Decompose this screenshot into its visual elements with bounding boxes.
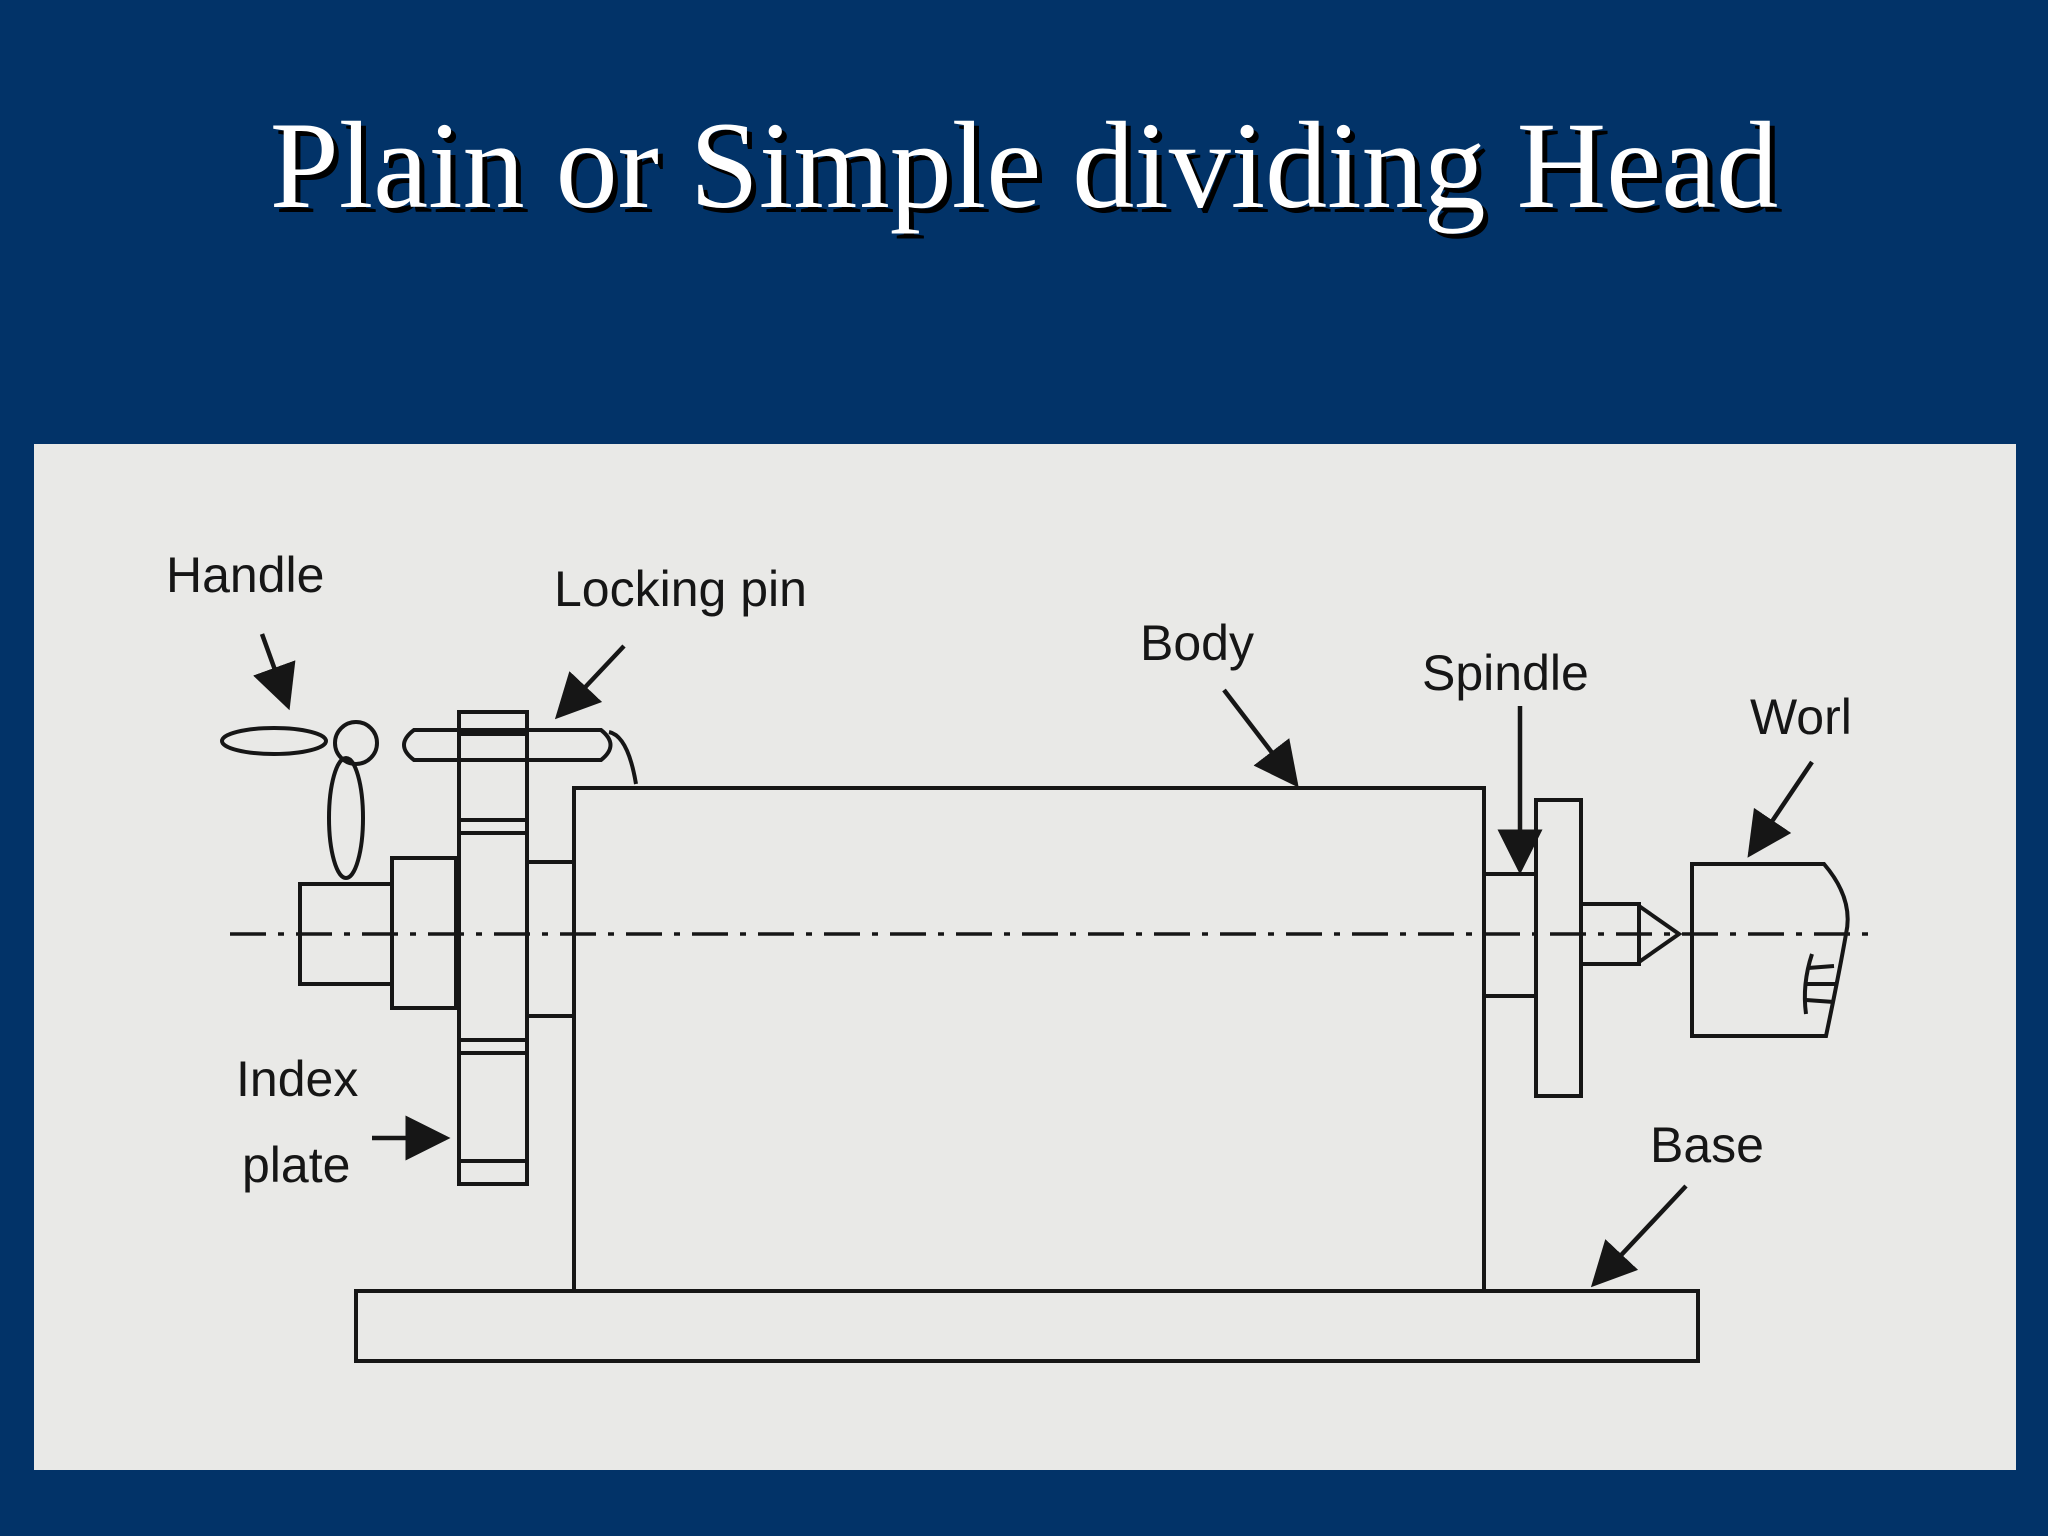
slide-title: Plain or Simple dividing Head: [269, 97, 1779, 234]
locking-pin: [402, 728, 638, 785]
label-body: Body: [1140, 615, 1254, 671]
arrow-handle: [253, 633, 296, 711]
label-locking-pin: Locking pin: [554, 561, 807, 617]
dividing-head-diagram: Handle Locking pin Body Spindle Worl Ind…: [166, 547, 1874, 1363]
body-outline: [572, 786, 1486, 1289]
arrow-body: [1222, 688, 1299, 788]
base-plate: [354, 1289, 1700, 1363]
body-collar: [525, 860, 576, 1018]
spindle: [1482, 798, 1683, 1098]
arrow-work: [1747, 760, 1814, 858]
label-spindle: Spindle: [1422, 645, 1589, 701]
arrow-locking-pin: [554, 644, 626, 720]
plate-hub: [390, 856, 458, 1010]
label-index-plate-line2: plate: [242, 1137, 350, 1193]
index-plate: [457, 710, 529, 1186]
arrow-base: [1590, 1184, 1688, 1288]
handle: [220, 720, 379, 880]
diagram-panel: Handle Locking pin Body Spindle Worl Ind…: [34, 444, 2016, 1470]
label-index-plate-line1: Index: [236, 1051, 358, 1107]
label-base: Base: [1650, 1117, 1764, 1173]
label-handle: Handle: [166, 547, 324, 603]
label-work: Worl: [1750, 689, 1852, 745]
work-piece: [1690, 862, 1850, 1038]
